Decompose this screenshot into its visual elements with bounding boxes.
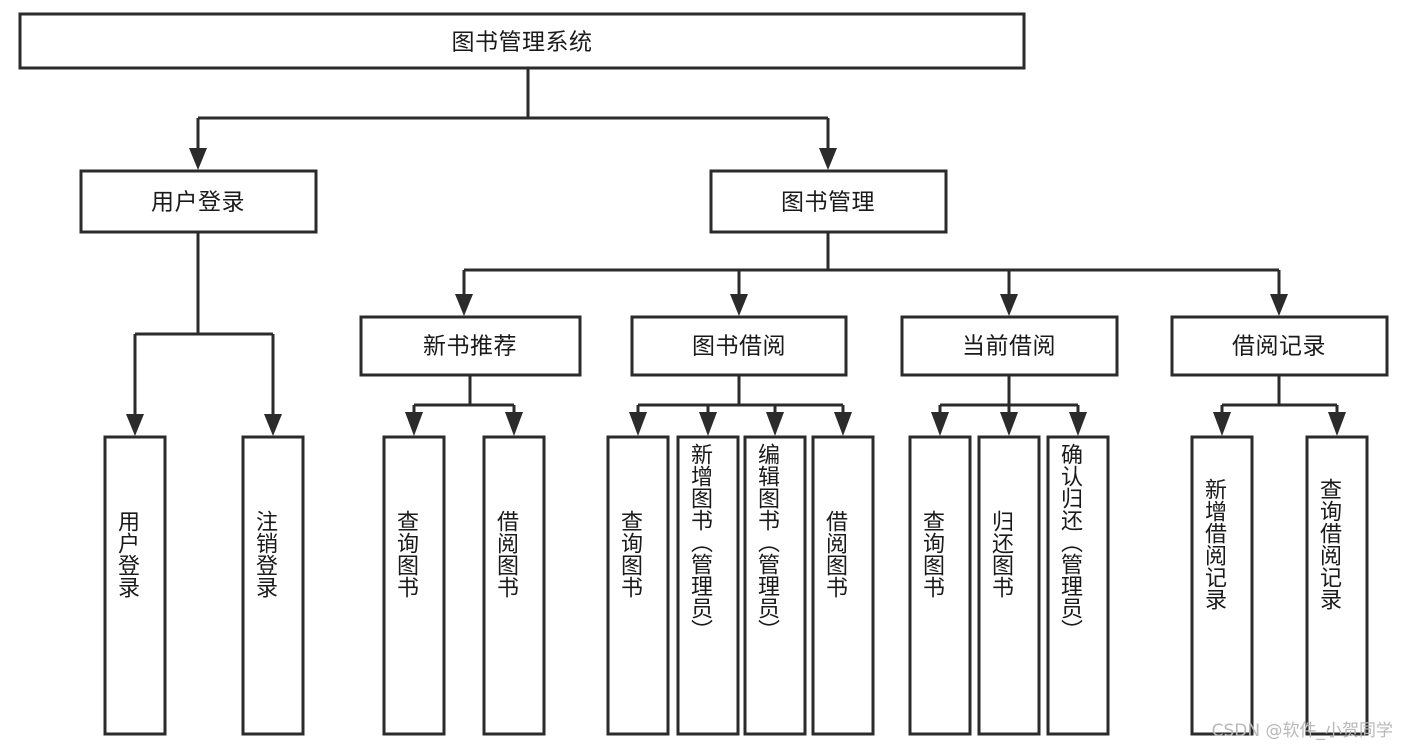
node-label-borrow-record: 借阅记录 xyxy=(1232,334,1326,360)
arrow-book-c3 xyxy=(1000,294,1018,316)
connector-group-user-login xyxy=(126,232,282,436)
node-box-new-book[interactable] xyxy=(359,315,582,377)
leaf-box-query-book-3[interactable] xyxy=(908,435,972,736)
node-label-root: 图书管理系统 xyxy=(452,30,593,56)
arrow-root-to-user xyxy=(189,148,207,170)
connector-group-newbook xyxy=(405,375,523,436)
arrow-current-l1 xyxy=(931,412,949,436)
csdn-watermark: CSDN @软件_小贺同学 xyxy=(1211,721,1393,741)
arrow-borrow-l4 xyxy=(834,412,852,436)
connector-group-current xyxy=(931,375,1087,436)
arrow-borrow-l1 xyxy=(629,412,647,436)
node-label-new-book: 新书推荐 xyxy=(423,334,517,360)
node-box-book-borrow[interactable] xyxy=(630,315,848,377)
leaf-box-borrow-book-2[interactable] xyxy=(811,435,875,736)
node-label-book-manage: 图书管理 xyxy=(781,190,875,216)
leaf-box-confirm-return-admin[interactable] xyxy=(1046,435,1110,736)
node-box-user-login[interactable] xyxy=(79,169,318,234)
leaf-box-add-borrow-record[interactable] xyxy=(1190,435,1254,736)
arrow-book-c1 xyxy=(455,294,473,316)
arrow-current-l2 xyxy=(1000,412,1018,436)
arrow-user-leaf2 xyxy=(264,414,282,436)
node-box-current-borrow[interactable] xyxy=(900,315,1119,377)
arrow-book-c4 xyxy=(1270,294,1288,316)
leaf-box-query-borrow-record[interactable] xyxy=(1305,435,1369,736)
arrow-newbook-l1 xyxy=(405,412,423,436)
arrow-borrow-l3 xyxy=(766,412,784,436)
arrow-record-l2 xyxy=(1328,412,1346,436)
arrow-record-l1 xyxy=(1213,412,1231,436)
arrow-root-to-book xyxy=(819,148,837,170)
arrow-borrow-l2 xyxy=(699,412,717,436)
leaf-box-query-book-2[interactable] xyxy=(606,435,670,736)
node-box-root[interactable] xyxy=(18,12,1026,70)
node-box-borrow-record[interactable] xyxy=(1170,315,1389,377)
arrow-book-c2 xyxy=(730,294,748,316)
connector-group-root xyxy=(189,68,837,170)
node-label-book-borrow: 图书借阅 xyxy=(692,334,786,360)
node-box-book-manage[interactable] xyxy=(709,169,948,234)
leaf-box-logout[interactable] xyxy=(241,435,305,736)
leaf-box-user-login[interactable] xyxy=(103,435,167,736)
arrow-user-leaf1 xyxy=(126,414,144,436)
node-label-current-borrow: 当前借阅 xyxy=(962,334,1056,360)
connector-group-book-manage xyxy=(455,232,1288,316)
connector-group-record xyxy=(1213,375,1346,436)
arrow-current-l3 xyxy=(1069,412,1087,436)
leaf-box-borrow-book-1[interactable] xyxy=(482,435,546,736)
leaf-box-add-book-admin[interactable] xyxy=(676,435,740,736)
leaf-box-edit-book-admin[interactable] xyxy=(743,435,807,736)
connector-group-borrow xyxy=(629,375,852,436)
node-label-user-login: 用户登录 xyxy=(151,190,245,216)
leaf-box-query-book-1[interactable] xyxy=(382,435,446,736)
arrow-newbook-l2 xyxy=(505,412,523,436)
leaf-box-return-book[interactable] xyxy=(977,435,1041,736)
